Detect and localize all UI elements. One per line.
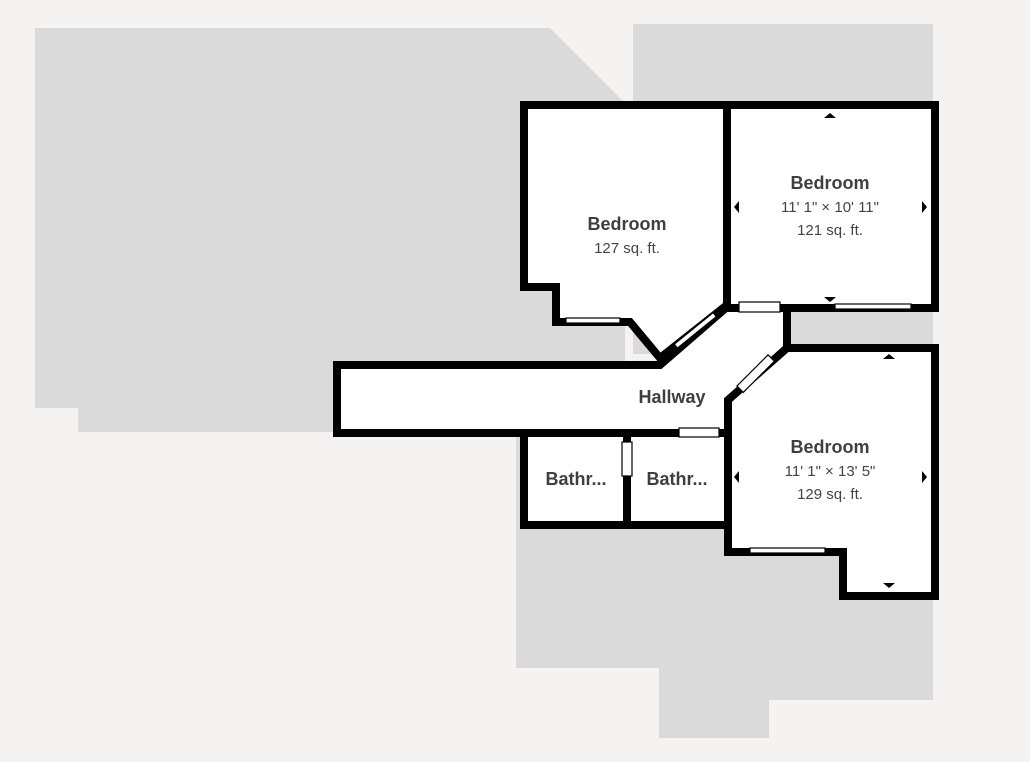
room-bathroom-2[interactable] (623, 429, 732, 529)
outline-area-left (35, 28, 625, 432)
door[interactable] (621, 441, 633, 477)
room-dimensions: 11' 1" × 10' 11" (781, 199, 879, 216)
room-name: Hallway (638, 387, 705, 407)
dimension-arrows (734, 113, 927, 588)
room-name: Bathr... (646, 469, 707, 489)
door[interactable] (738, 301, 781, 313)
room-dimensions: 11' 1" × 13' 5" (785, 463, 876, 480)
room-bedroom-3[interactable] (724, 344, 939, 600)
window (565, 317, 621, 324)
room-name: Bedroom (587, 214, 666, 234)
room-name: Bedroom (790, 437, 869, 457)
room-area: 127 sq. ft. (594, 240, 660, 257)
room-name: Bedroom (790, 173, 869, 193)
door[interactable] (736, 354, 776, 394)
window (749, 547, 826, 554)
room-area: 121 sq. ft. (797, 222, 863, 239)
room-bedroom-2[interactable] (723, 101, 939, 312)
door[interactable] (678, 427, 720, 438)
room-area: 129 sq. ft. (797, 486, 863, 503)
room-name: Bathr... (545, 469, 606, 489)
window (834, 303, 912, 310)
window (673, 311, 718, 349)
